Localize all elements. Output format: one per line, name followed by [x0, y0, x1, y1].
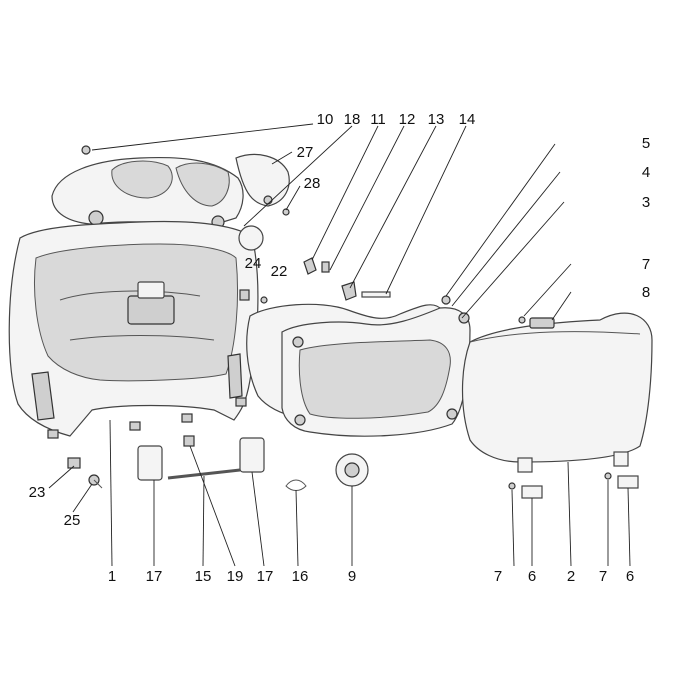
callout-8: 8 [642, 284, 650, 301]
callout-17-right: 17 [257, 568, 274, 585]
leader-lines [48, 123, 631, 567]
part-5-screw [441, 295, 451, 305]
callout-13: 13 [428, 111, 445, 128]
callout-labels: 10 18 11 12 13 14 5 4 3 27 28 24 22 7 8 … [29, 111, 651, 585]
part-25-screw [88, 474, 103, 489]
callout-18: 18 [344, 111, 361, 128]
callout-28: 28 [304, 175, 321, 192]
part-1-leg-shield [8, 156, 259, 439]
part-28-screw [282, 208, 290, 216]
door-bracket-left [517, 457, 533, 473]
callout-22: 22 [271, 263, 288, 280]
part-17-bracket-right [239, 437, 265, 473]
callout-4: 4 [642, 164, 650, 181]
callout-23: 23 [29, 484, 46, 501]
part-7-screw-upper [518, 316, 526, 324]
part-15-rod [167, 468, 241, 480]
callout-7-upper: 7 [642, 256, 650, 273]
callout-16: 16 [292, 568, 309, 585]
part-6-bracket-left [521, 485, 543, 499]
part-8-hinge [529, 317, 555, 329]
part-6-bracket-right [617, 475, 639, 489]
part-3-inner-panel [281, 307, 471, 437]
door-bracket-right [613, 451, 629, 467]
callout-6-left: 6 [528, 568, 536, 585]
part-7-screw-right [604, 472, 612, 480]
part-17-bracket-left [137, 445, 163, 481]
part-16-spring [285, 479, 307, 491]
callout-9: 9 [348, 568, 356, 585]
callout-7-lower-left: 7 [494, 568, 502, 585]
parts-18-11-12-13-hardware [303, 257, 391, 301]
callout-27: 27 [297, 144, 314, 161]
callout-1: 1 [108, 568, 116, 585]
callout-25: 25 [64, 512, 81, 529]
part-23-clip [67, 457, 81, 469]
part-9-lock [335, 453, 369, 487]
callout-14: 14 [459, 111, 476, 128]
part-2-outer-door [461, 312, 653, 463]
part-7-screw-left [508, 482, 516, 490]
callout-10: 10 [317, 111, 334, 128]
callout-12: 12 [399, 111, 416, 128]
callout-15: 15 [195, 568, 212, 585]
part-27-small-cover [235, 153, 290, 207]
callout-5: 5 [642, 135, 650, 152]
callout-24: 24 [245, 255, 262, 272]
callout-11: 11 [370, 111, 386, 128]
callout-7-lower-right: 7 [599, 568, 607, 585]
callout-19: 19 [227, 568, 244, 585]
part-19-clip [183, 435, 195, 447]
part-22-clip [239, 289, 250, 301]
part-24-ring [238, 225, 264, 251]
callout-2: 2 [567, 568, 575, 585]
callout-3: 3 [642, 194, 650, 211]
part-22-screw [260, 296, 268, 304]
part-10-screw [81, 145, 91, 155]
callout-6-right: 6 [626, 568, 634, 585]
callout-17-left: 17 [146, 568, 163, 585]
